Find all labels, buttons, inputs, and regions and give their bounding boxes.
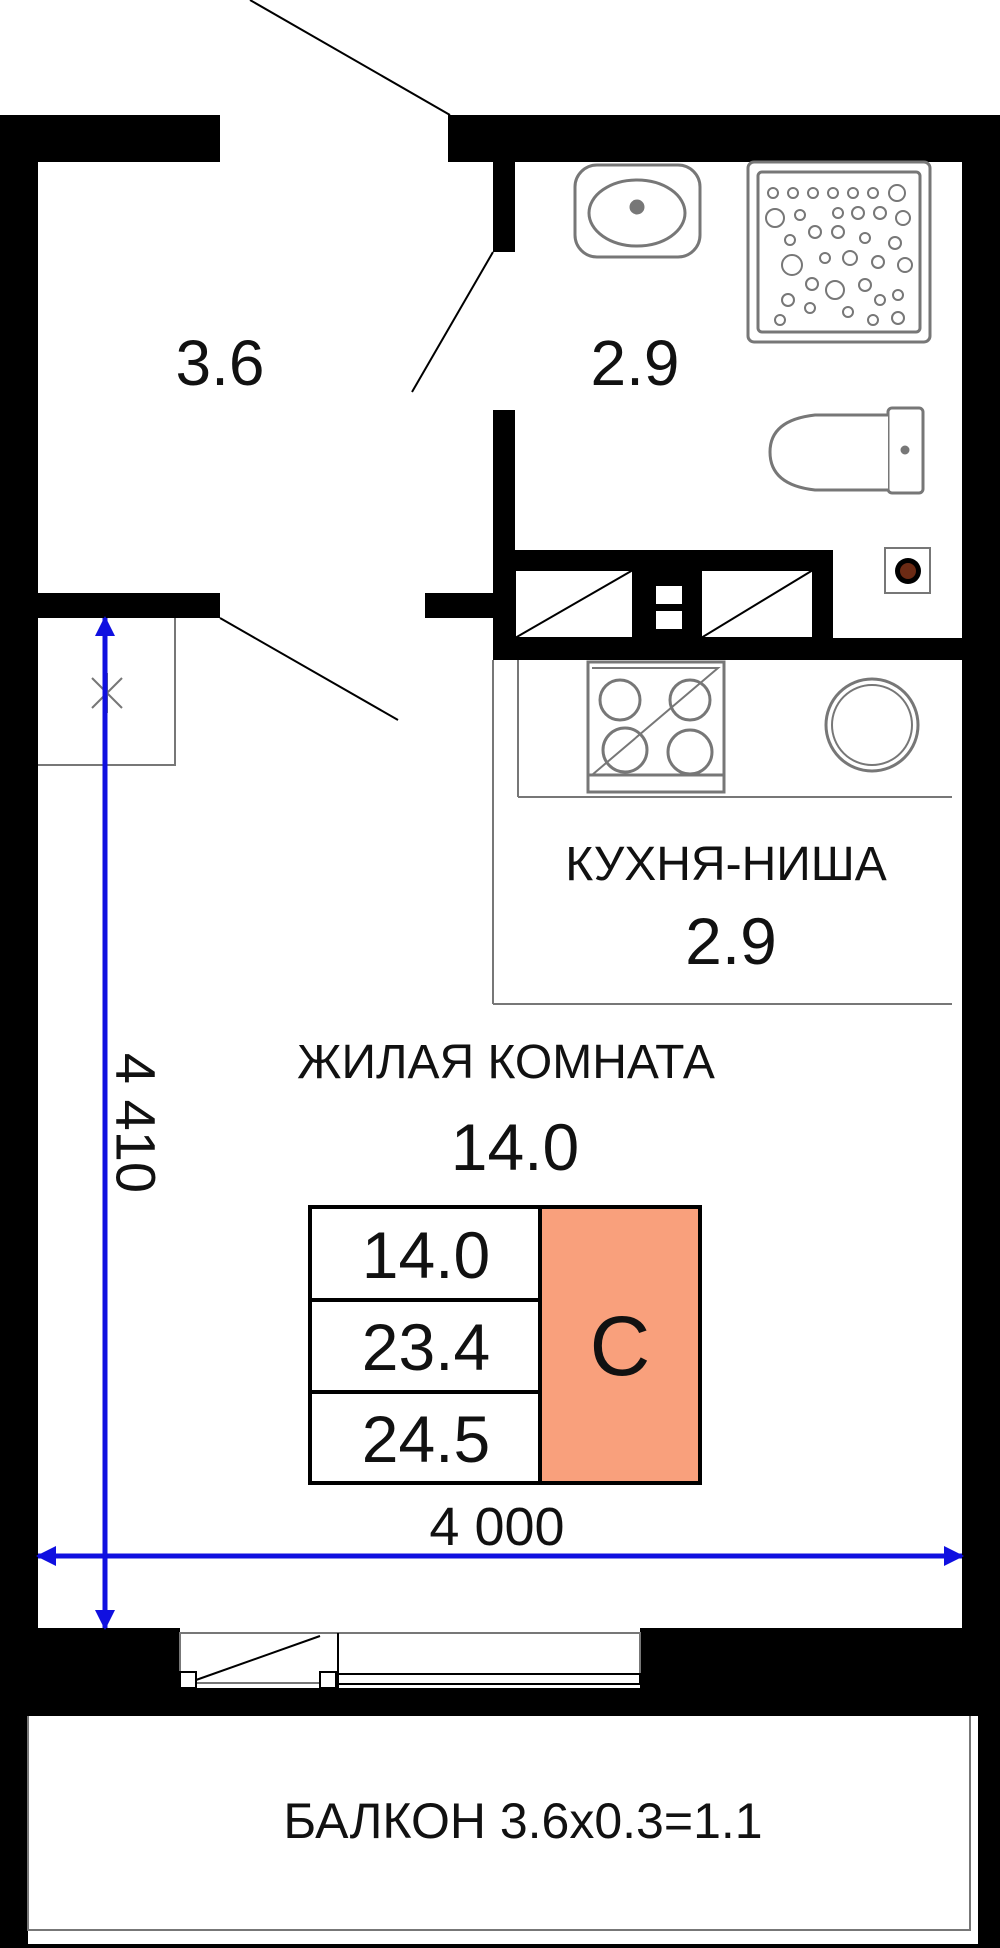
toilet-icon — [768, 406, 925, 495]
bathroom-door-line — [411, 251, 494, 393]
outer-walls — [0, 115, 1000, 1948]
room-door-line — [219, 617, 399, 721]
kitchen-name-label: КУХНЯ-НИША — [565, 838, 887, 891]
width-dimension-label: 4 000 — [429, 1497, 564, 1557]
entrance-door-line — [249, 0, 451, 116]
stove-icon — [586, 660, 726, 794]
height-dimension-label: 4 410 — [105, 1053, 168, 1193]
balcony-bottom-edge — [0, 1944, 1000, 1948]
living-area-value: 14.0 — [362, 1218, 490, 1292]
shower-tray-icon — [746, 160, 932, 344]
ventilation-shafts — [514, 569, 814, 639]
sink-icon — [824, 677, 920, 773]
living-room-name-label: ЖИЛАЯ КОМНАТА — [297, 1036, 715, 1089]
balcony-label: БАЛКОН 3.6x0.3=1.1 — [283, 1793, 762, 1849]
balcony-door — [179, 1632, 641, 1716]
total-area-with-balcony-value: 24.5 — [362, 1402, 490, 1476]
interior-walls — [38, 162, 962, 660]
riser-pipe-icon — [884, 547, 931, 594]
summary-table: 14.0 23.4 24.5 С — [308, 1205, 702, 1485]
total-area-value: 23.4 — [362, 1310, 490, 1384]
kitchen-area-label: 2.9 — [685, 904, 777, 978]
living-room-area-label: 14.0 — [451, 1110, 579, 1184]
bathroom-area-label: 2.9 — [591, 327, 680, 399]
hall-area-label: 3.6 — [176, 327, 265, 399]
balcony-frame — [0, 1688, 1000, 1948]
kitchen-niche-outline — [492, 660, 952, 1005]
balcony-inner-lines — [27, 1716, 971, 1931]
washbasin-icon — [573, 163, 702, 259]
apartment-type-letter: С — [590, 1299, 651, 1393]
apartment-type-cell — [538, 1205, 702, 1485]
